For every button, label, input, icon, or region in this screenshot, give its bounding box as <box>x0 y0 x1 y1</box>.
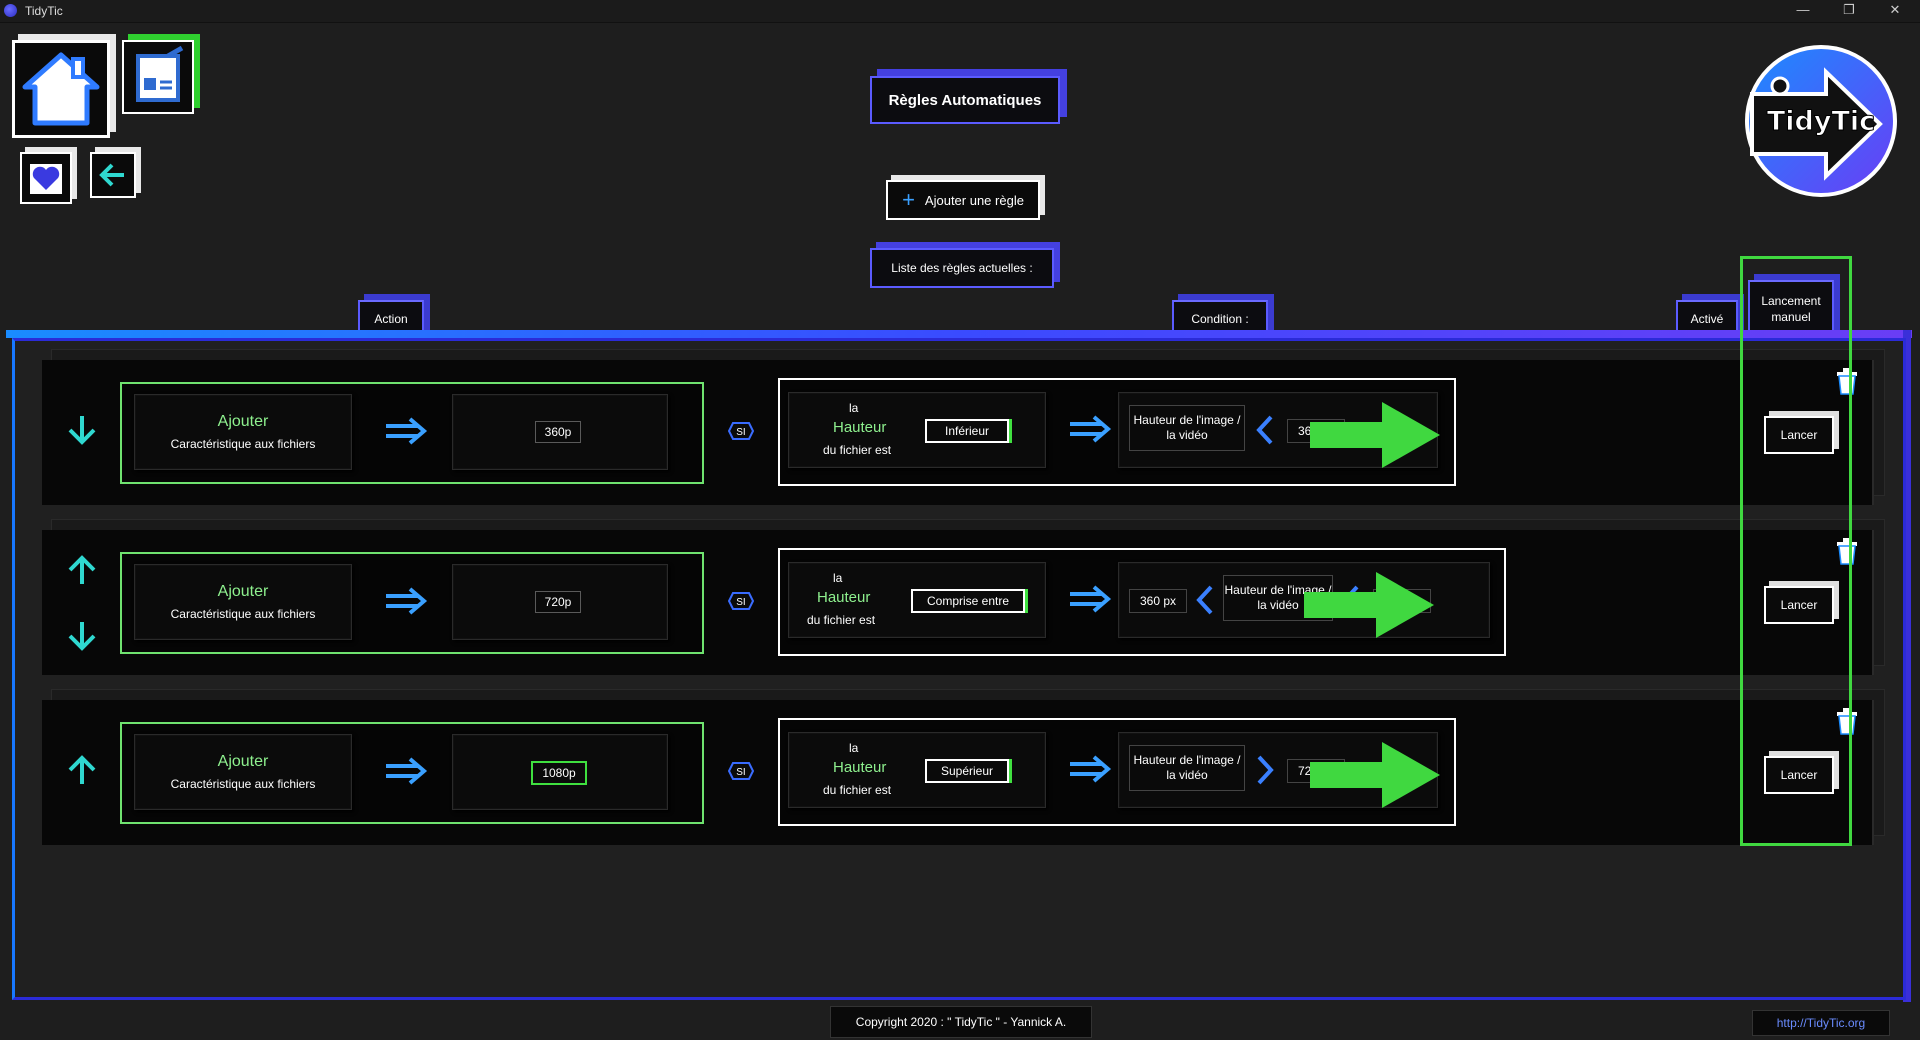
cond-of: du fichier est <box>823 783 892 797</box>
value-cell: 1080p <box>452 734 668 810</box>
si-badge: SI <box>728 422 754 440</box>
app-icon <box>4 4 17 17</box>
action-cell[interactable]: Ajouter Caractéristique aux fichiers <box>134 394 352 470</box>
low-bound[interactable]: 360 px <box>1129 589 1187 613</box>
cond-property: Hauteur <box>833 419 887 436</box>
column-manual-launch: Lancement manuel <box>1748 280 1834 338</box>
launch-button[interactable]: Lancer <box>1764 586 1834 624</box>
move-up-icon[interactable] <box>64 752 100 788</box>
action-cell[interactable]: Ajouter Caractéristique aux fichiers <box>134 564 352 640</box>
big-green-arrow-icon <box>1310 402 1440 468</box>
si-label: SI <box>736 767 745 778</box>
value-pill[interactable]: 720p <box>535 591 581 613</box>
panel-top-edge <box>6 330 1912 338</box>
subject-field: Hauteur de l'image / la vidéo <box>1129 745 1245 791</box>
action-frame: Ajouter Caractéristique aux fichiers 720… <box>120 552 704 654</box>
launch-button[interactable]: Lancer <box>1764 416 1834 454</box>
rules-editor-button[interactable] <box>122 40 194 114</box>
close-button[interactable]: ✕ <box>1889 2 1901 17</box>
manual-launch-highlight <box>1740 256 1852 846</box>
plus-icon: + <box>902 187 915 212</box>
action-target: Caractéristique aux fichiers <box>170 437 316 451</box>
action-verb: Ajouter <box>217 583 269 600</box>
favorites-button[interactable] <box>20 152 72 204</box>
rules-list-title: Liste des règles actuelles : <box>870 248 1054 288</box>
rule-row: Ajouter Caractéristique aux fichiers 720… <box>42 530 1874 675</box>
chevron-left-icon <box>1256 415 1273 445</box>
action-cell[interactable]: Ajouter Caractéristique aux fichiers <box>134 734 352 810</box>
cond-of: du fichier est <box>823 443 892 457</box>
double-arrow-right-icon <box>1070 585 1112 613</box>
arrow-left-icon <box>99 163 124 187</box>
action-frame: Ajouter Caractéristique aux fichiers 108… <box>120 722 704 824</box>
operator-select[interactable]: Supérieur <box>925 759 1009 783</box>
chevron-left-icon <box>1196 585 1213 615</box>
value-pill[interactable]: 1080p <box>531 761 587 785</box>
logo-text: TidyTic <box>1766 106 1876 138</box>
add-rule-button[interactable]: + Ajouter une règle <box>886 180 1040 220</box>
window-title: TidyTic <box>25 4 63 18</box>
condition-frame: la Hauteur du fichier est Supérieur Haut… <box>778 718 1456 826</box>
rule-row: Ajouter Caractéristique aux fichiers 108… <box>42 700 1874 845</box>
action-target: Caractéristique aux fichiers <box>170 607 316 621</box>
move-up-icon[interactable] <box>64 552 100 588</box>
value-cell: 720p <box>452 564 668 640</box>
si-label: SI <box>736 597 745 608</box>
document-edit-icon <box>136 45 184 102</box>
subject-field: Hauteur de l'image / la vidéo <box>1129 405 1245 451</box>
home-icon <box>22 52 100 126</box>
double-arrow-right-icon <box>1070 415 1112 443</box>
big-green-arrow-icon <box>1310 742 1440 808</box>
chevron-right-icon <box>1257 755 1274 785</box>
cond-property: Hauteur <box>817 589 871 606</box>
action-target: Caractéristique aux fichiers <box>170 777 316 791</box>
column-manual-line1: Lancement <box>1761 294 1821 308</box>
si-badge: SI <box>728 762 754 780</box>
logo-icon <box>1745 45 1897 197</box>
operator-select[interactable]: Comprise entre <box>911 589 1025 613</box>
rule-row: Ajouter Caractéristique aux fichiers 360… <box>42 360 1874 505</box>
back-button[interactable] <box>90 152 136 198</box>
cond-property: Hauteur <box>833 759 887 776</box>
title-bar: TidyTic — ❐ ✕ <box>0 0 1920 23</box>
launch-button[interactable]: Lancer <box>1764 756 1834 794</box>
condition-property-cell: la Hauteur du fichier est Comprise entre <box>788 562 1046 638</box>
condition-property-cell: la Hauteur du fichier est Inférieur <box>788 392 1046 468</box>
website-link[interactable]: http://TidyTic.org <box>1752 1010 1890 1036</box>
tidytic-logo: TidyTic <box>1742 42 1900 200</box>
cond-la: la <box>833 571 843 585</box>
si-badge: SI <box>728 592 754 610</box>
action-verb: Ajouter <box>217 753 269 770</box>
panel-right-edge <box>1903 330 1911 1002</box>
column-manual-line2: manuel <box>1771 310 1811 324</box>
action-verb: Ajouter <box>217 413 269 430</box>
cond-of: du fichier est <box>807 613 876 627</box>
home-button[interactable] <box>12 40 110 138</box>
big-green-arrow-icon <box>1304 572 1434 638</box>
restore-button[interactable]: ❐ <box>1843 2 1855 17</box>
cond-la: la <box>849 401 859 415</box>
condition-frame: la Hauteur du fichier est Inférieur Haut… <box>778 378 1456 486</box>
move-down-icon[interactable] <box>64 412 100 448</box>
page-title: Règles Automatiques <box>870 76 1060 124</box>
value-cell: 360p <box>452 394 668 470</box>
cond-la: la <box>849 741 859 755</box>
action-frame: Ajouter Caractéristique aux fichiers 360… <box>120 382 704 484</box>
si-label: SI <box>736 427 745 438</box>
copyright: Copyright 2020 : " TidyTic " - Yannick A… <box>830 1006 1092 1038</box>
minimize-button[interactable]: — <box>1796 2 1810 17</box>
double-arrow-right-icon <box>1070 755 1112 783</box>
add-rule-label: Ajouter une règle <box>924 192 1024 208</box>
double-arrow-right-icon <box>386 757 428 785</box>
double-arrow-right-icon <box>386 417 428 445</box>
heart-icon <box>30 164 62 194</box>
operator-select[interactable]: Inférieur <box>925 419 1009 443</box>
value-pill[interactable]: 360p <box>535 421 581 443</box>
move-down-icon[interactable] <box>64 618 100 654</box>
double-arrow-right-icon <box>386 587 428 615</box>
condition-property-cell: la Hauteur du fichier est Supérieur <box>788 732 1046 808</box>
